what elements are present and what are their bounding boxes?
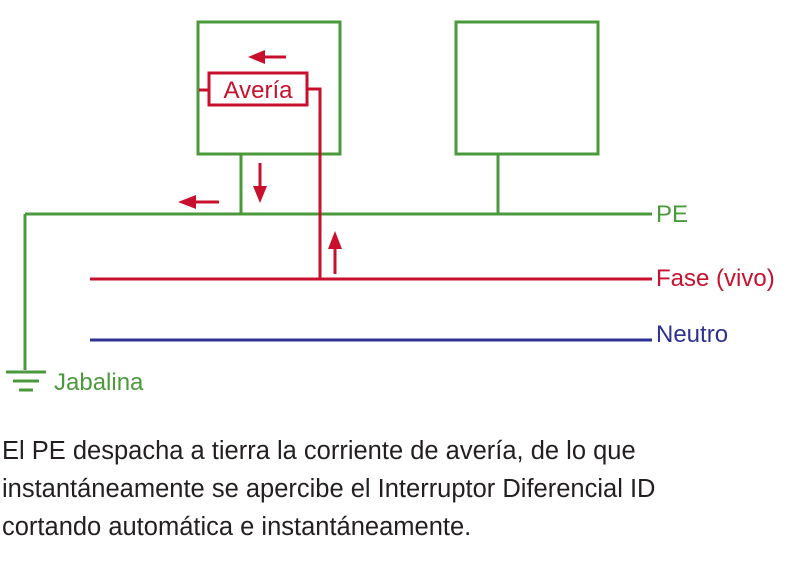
- caption-line: instantáneamente se apercibe el Interrup…: [2, 475, 656, 503]
- arrow-down-icon: [253, 163, 267, 203]
- electrical-diagram: Avería PE Fase (vivo) Neutro Jabalina: [6, 20, 775, 396]
- appliance-box-healthy: [454, 20, 600, 156]
- fault-label: Avería: [224, 77, 294, 104]
- pe-label: PE: [656, 201, 688, 228]
- arrow-left-icon: [178, 195, 219, 209]
- arrow-left-icon: [248, 50, 286, 64]
- arrow-up-icon: [328, 231, 342, 274]
- fault-current-path: [307, 87, 322, 279]
- phase-label: Fase (vivo): [656, 265, 775, 292]
- ground-label: Jabalina: [54, 369, 144, 396]
- caption-line: cortando automática e instantáneamente.: [2, 513, 472, 541]
- ground-icon: [6, 370, 46, 392]
- caption: El PE despacha a tierra la corriente de …: [2, 432, 798, 546]
- neutral-label: Neutro: [656, 321, 728, 348]
- appliance-box-faulty: [196, 20, 342, 156]
- caption-line: El PE despacha a tierra la corriente de …: [2, 437, 636, 465]
